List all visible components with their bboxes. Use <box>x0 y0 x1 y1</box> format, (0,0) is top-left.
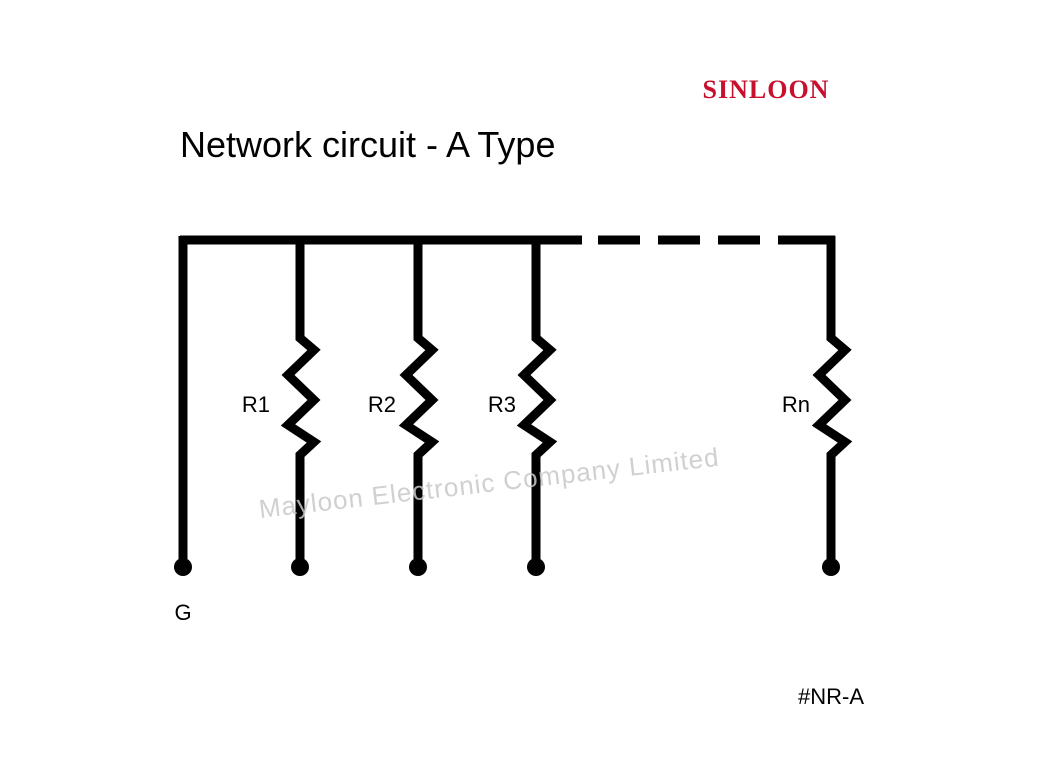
resistor-symbol <box>280 236 322 567</box>
resistor-r1: R1 <box>242 236 322 576</box>
ground-pin <box>174 558 192 576</box>
resistor-pin <box>291 558 309 576</box>
resistor-pin <box>527 558 545 576</box>
resistor-symbol <box>811 236 853 567</box>
brand-logo: SINLOON <box>703 75 830 104</box>
resistor-label: R1 <box>242 392 270 417</box>
diagram-title: Network circuit - A Type <box>180 124 555 165</box>
resistor-pin <box>822 558 840 576</box>
resistor-symbol <box>398 236 440 567</box>
resistor-r3: R3 <box>488 236 558 576</box>
ground-label: G <box>174 600 191 625</box>
part-code: #NR-A <box>798 684 864 709</box>
resistor-r2: R2 <box>368 236 440 576</box>
resistor-pin <box>409 558 427 576</box>
resistor-label: Rn <box>782 392 810 417</box>
watermark: Mayloon Electronic Company Limited <box>257 442 721 524</box>
resistor-symbol <box>516 236 558 567</box>
resistor-label: R3 <box>488 392 516 417</box>
resistor-rn: Rn <box>782 236 853 576</box>
resistor-label: R2 <box>368 392 396 417</box>
